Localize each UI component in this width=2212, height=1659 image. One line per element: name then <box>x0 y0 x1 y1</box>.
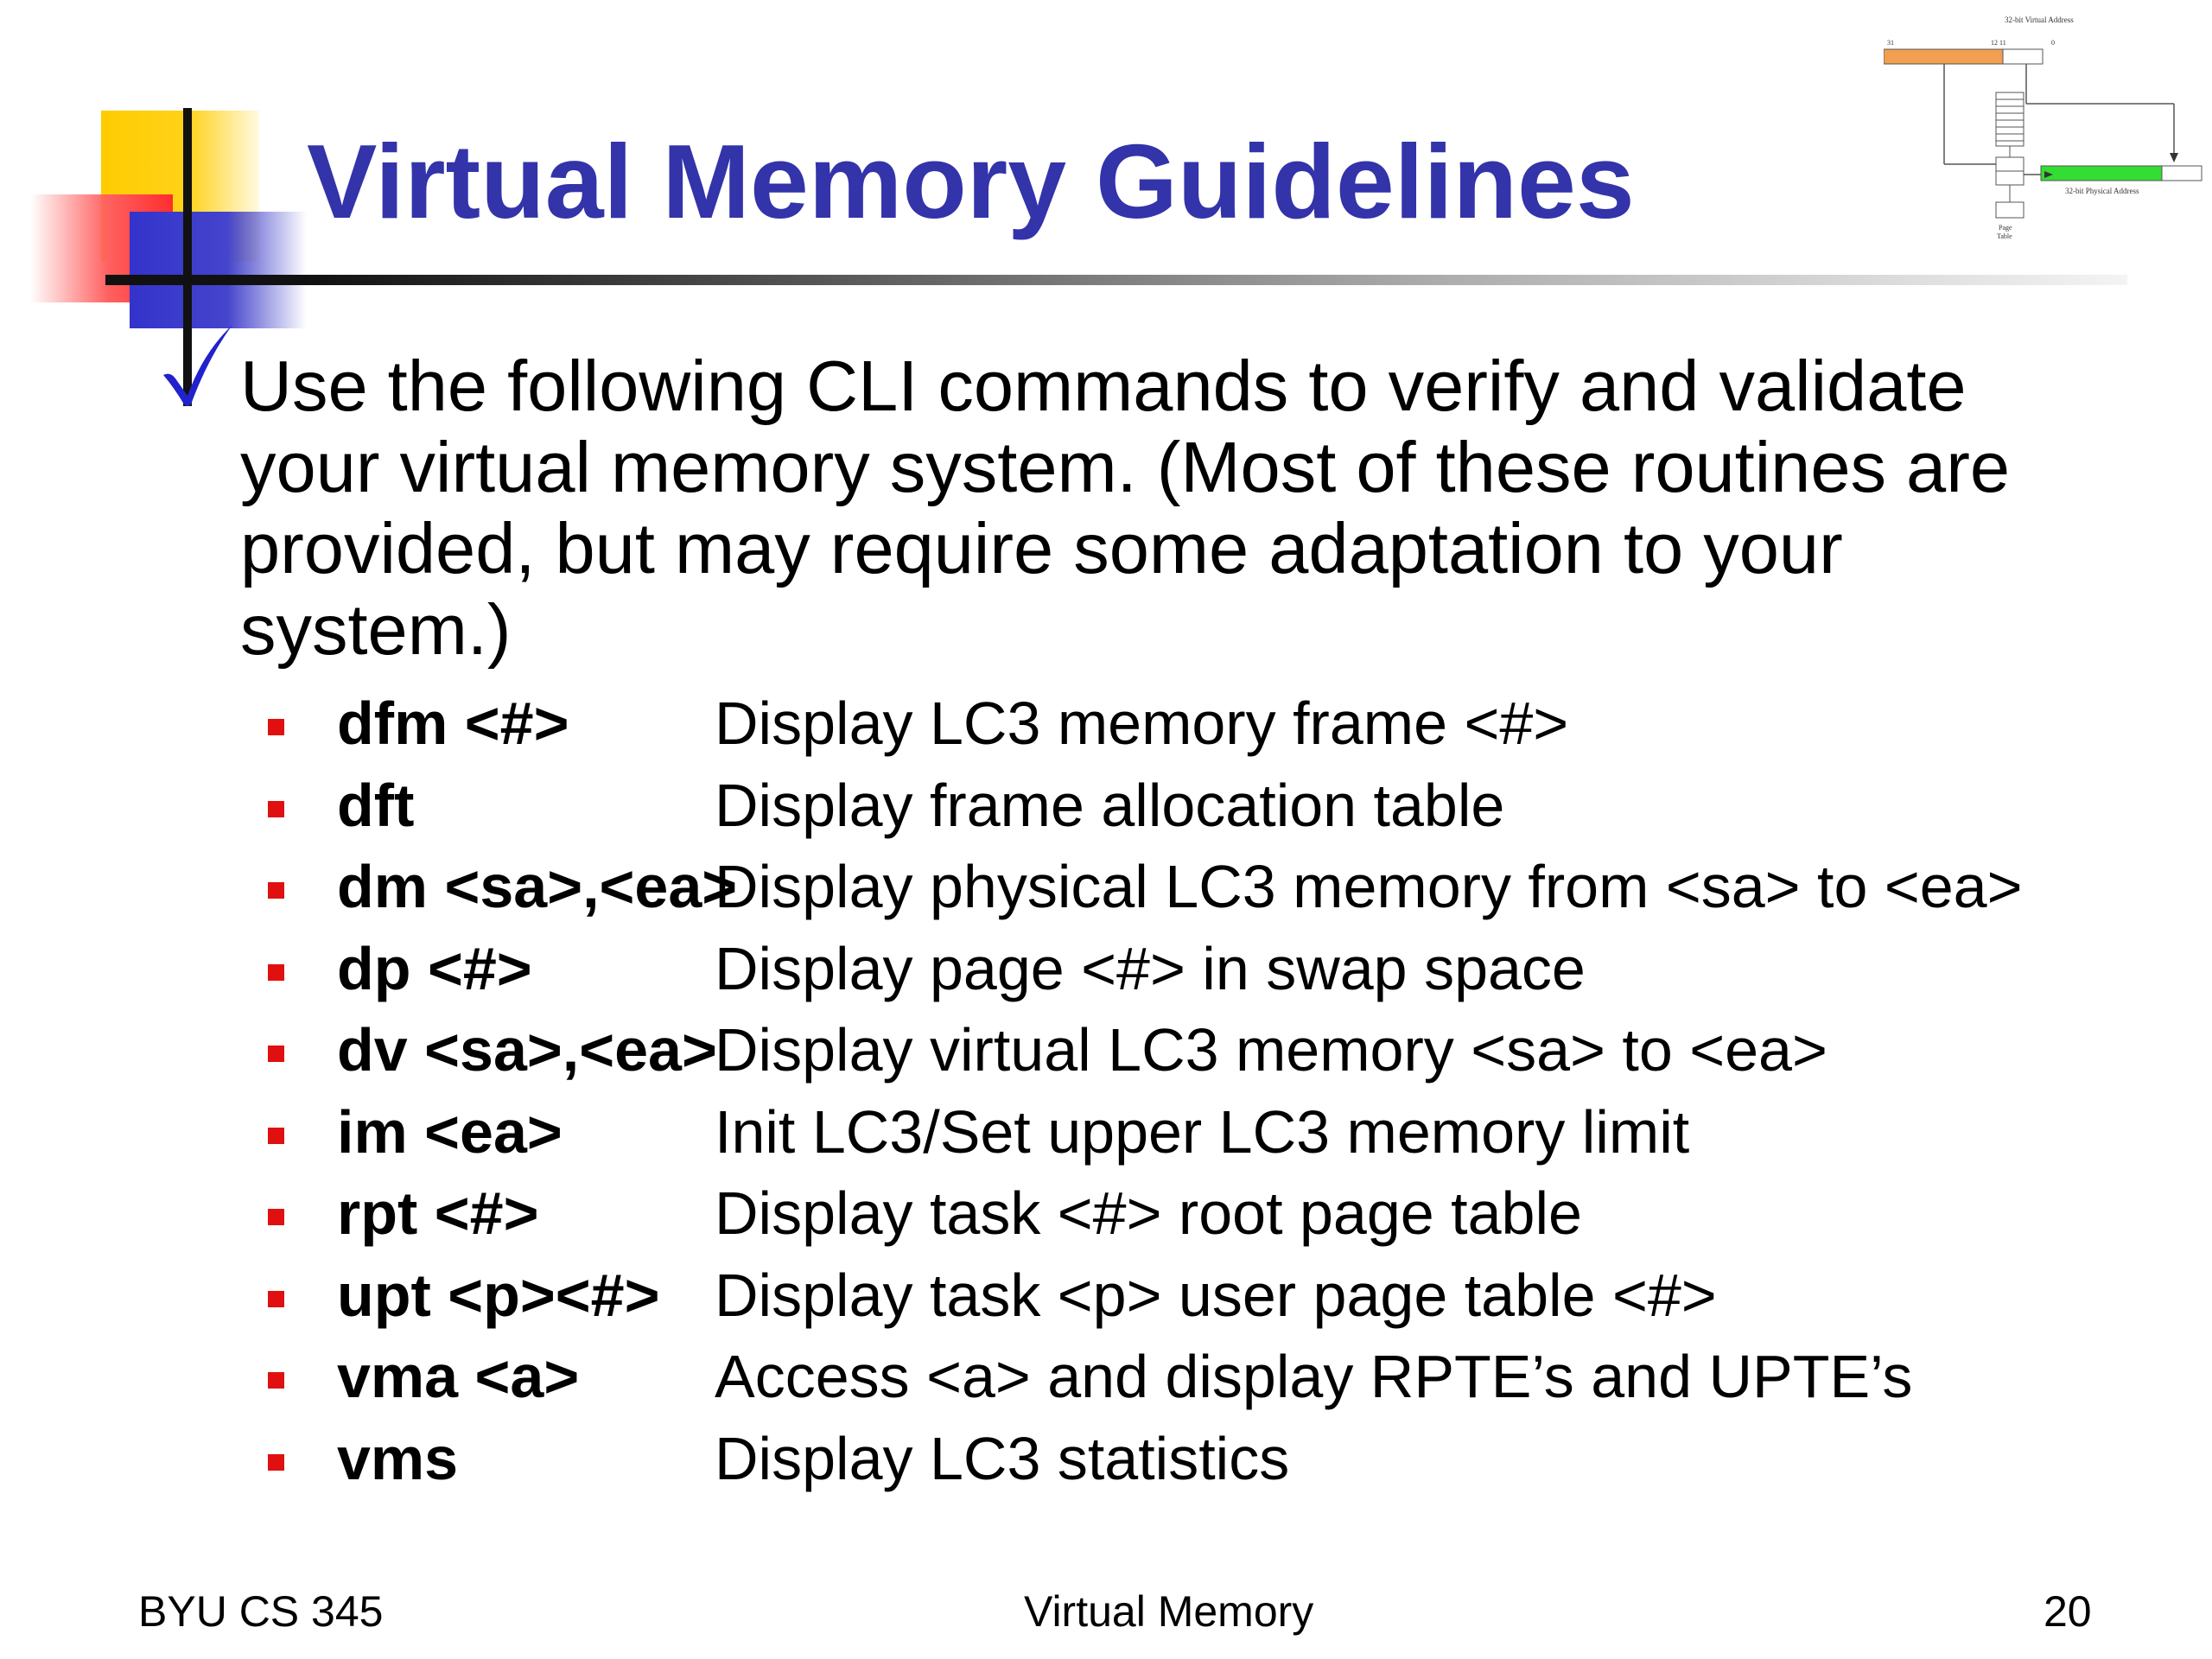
footer-topic: Virtual Memory <box>1024 1587 1314 1636</box>
square-bullet-icon <box>268 1127 284 1144</box>
command-description: Display task <#> root page table <box>715 1179 1582 1247</box>
list-item: im <ea> Init LC3/Set upper LC3 memory li… <box>268 1091 2169 1173</box>
square-bullet-icon <box>268 800 284 817</box>
square-bullet-icon <box>268 963 284 981</box>
bit-0-label: 0 <box>2051 39 2055 47</box>
command-description: Display task <p> user page table <#> <box>715 1261 1717 1329</box>
command-description: Access <a> and display RPTE’s and UPTE’s <box>715 1343 1913 1410</box>
list-item: dfm <#> Display LC3 memory frame <#> <box>268 683 2169 765</box>
command-name: rpt <#> <box>337 1179 539 1247</box>
intro-line: Use the following CLI commands to verify… <box>240 346 1967 426</box>
command-name: dv <sa>,<ea> <box>337 1016 717 1084</box>
command-name: dfm <#> <box>337 690 569 757</box>
command-name: vms <box>337 1424 459 1492</box>
virtual-address-label: 32-bit Virtual Address <box>2005 16 2074 24</box>
command-description: Display frame allocation table <box>715 771 1505 839</box>
command-list: dfm <#> Display LC3 memory frame <#> dft… <box>268 683 2169 1499</box>
square-bullet-icon <box>268 1372 284 1389</box>
command-description: Display page <#> in swap space <box>715 934 1586 1002</box>
intro-paragraph: Use the following CLI commands to verify… <box>240 346 2124 671</box>
square-bullet-icon <box>268 1453 284 1471</box>
list-item: dv <sa>,<ea> Display virtual LC3 memory … <box>268 1009 2169 1091</box>
list-item: vms Display LC3 statistics <box>268 1418 2169 1500</box>
command-name: dp <#> <box>337 934 532 1002</box>
virtual-offset-field <box>2002 48 2044 65</box>
virtual-page-field <box>1884 48 2004 65</box>
list-item: vma <a> Access <a> and display RPTE’s an… <box>268 1336 2169 1418</box>
slide-number: 20 <box>2044 1587 2092 1636</box>
intro-line: system.) <box>240 589 512 670</box>
physical-address-label: 32-bit Physical Address <box>2065 187 2139 195</box>
page-table-label-2: Table <box>1997 232 2012 240</box>
page-table-icon <box>1995 92 2024 219</box>
list-item: dp <#> Display page <#> in swap space <box>268 928 2169 1010</box>
slide-title: Virtual Memory Guidelines <box>307 123 1635 240</box>
intro-line: your virtual memory system. (Most of the… <box>240 427 2011 507</box>
page-table-label-1: Page <box>1999 224 2012 232</box>
address-translation-diagram: 32-bit Virtual Address 31 12 11 0 <box>1884 16 2202 240</box>
physical-frame-field <box>2040 165 2163 181</box>
command-name: im <ea> <box>337 1097 563 1166</box>
command-description: Display LC3 memory frame <#> <box>715 690 1569 757</box>
command-description: Display physical LC3 memory from <sa> to… <box>715 853 2023 920</box>
bit-12-11-label: 12 11 <box>1991 39 2006 47</box>
checkmark-icon <box>163 325 232 406</box>
command-name: upt <p><#> <box>337 1261 660 1329</box>
square-bullet-icon <box>268 1290 284 1307</box>
title-underline <box>105 275 2127 285</box>
list-item: upt <p><#> Display task <p> user page ta… <box>268 1255 2169 1337</box>
decor-blue-square <box>130 212 307 328</box>
bit-31-label: 31 <box>1887 39 1894 47</box>
command-description: Init LC3/Set upper LC3 memory limit <box>715 1097 1690 1166</box>
square-bullet-icon <box>268 1209 284 1225</box>
list-item: rpt <#> Display task <#> root page table <box>268 1173 2169 1255</box>
decor-vertical-line <box>183 108 192 406</box>
command-name: vma <a> <box>337 1343 580 1410</box>
intro-line: provided, but may require some adaptatio… <box>240 508 1843 588</box>
square-bullet-icon <box>268 1046 284 1062</box>
footer-course: BYU CS 345 <box>138 1587 384 1636</box>
list-item: dft Display frame allocation table <box>268 765 2169 847</box>
square-bullet-icon <box>268 719 284 735</box>
command-name: dm <sa>,<ea> <box>337 853 738 920</box>
command-description: Display LC3 statistics <box>715 1424 1290 1492</box>
command-name: dft <box>337 771 415 839</box>
command-description: Display virtual LC3 memory <sa> to <ea> <box>715 1016 1827 1084</box>
square-bullet-icon <box>268 882 284 899</box>
list-item: dm <sa>,<ea> Display physical LC3 memory… <box>268 846 2169 928</box>
physical-offset-field <box>2161 165 2202 181</box>
